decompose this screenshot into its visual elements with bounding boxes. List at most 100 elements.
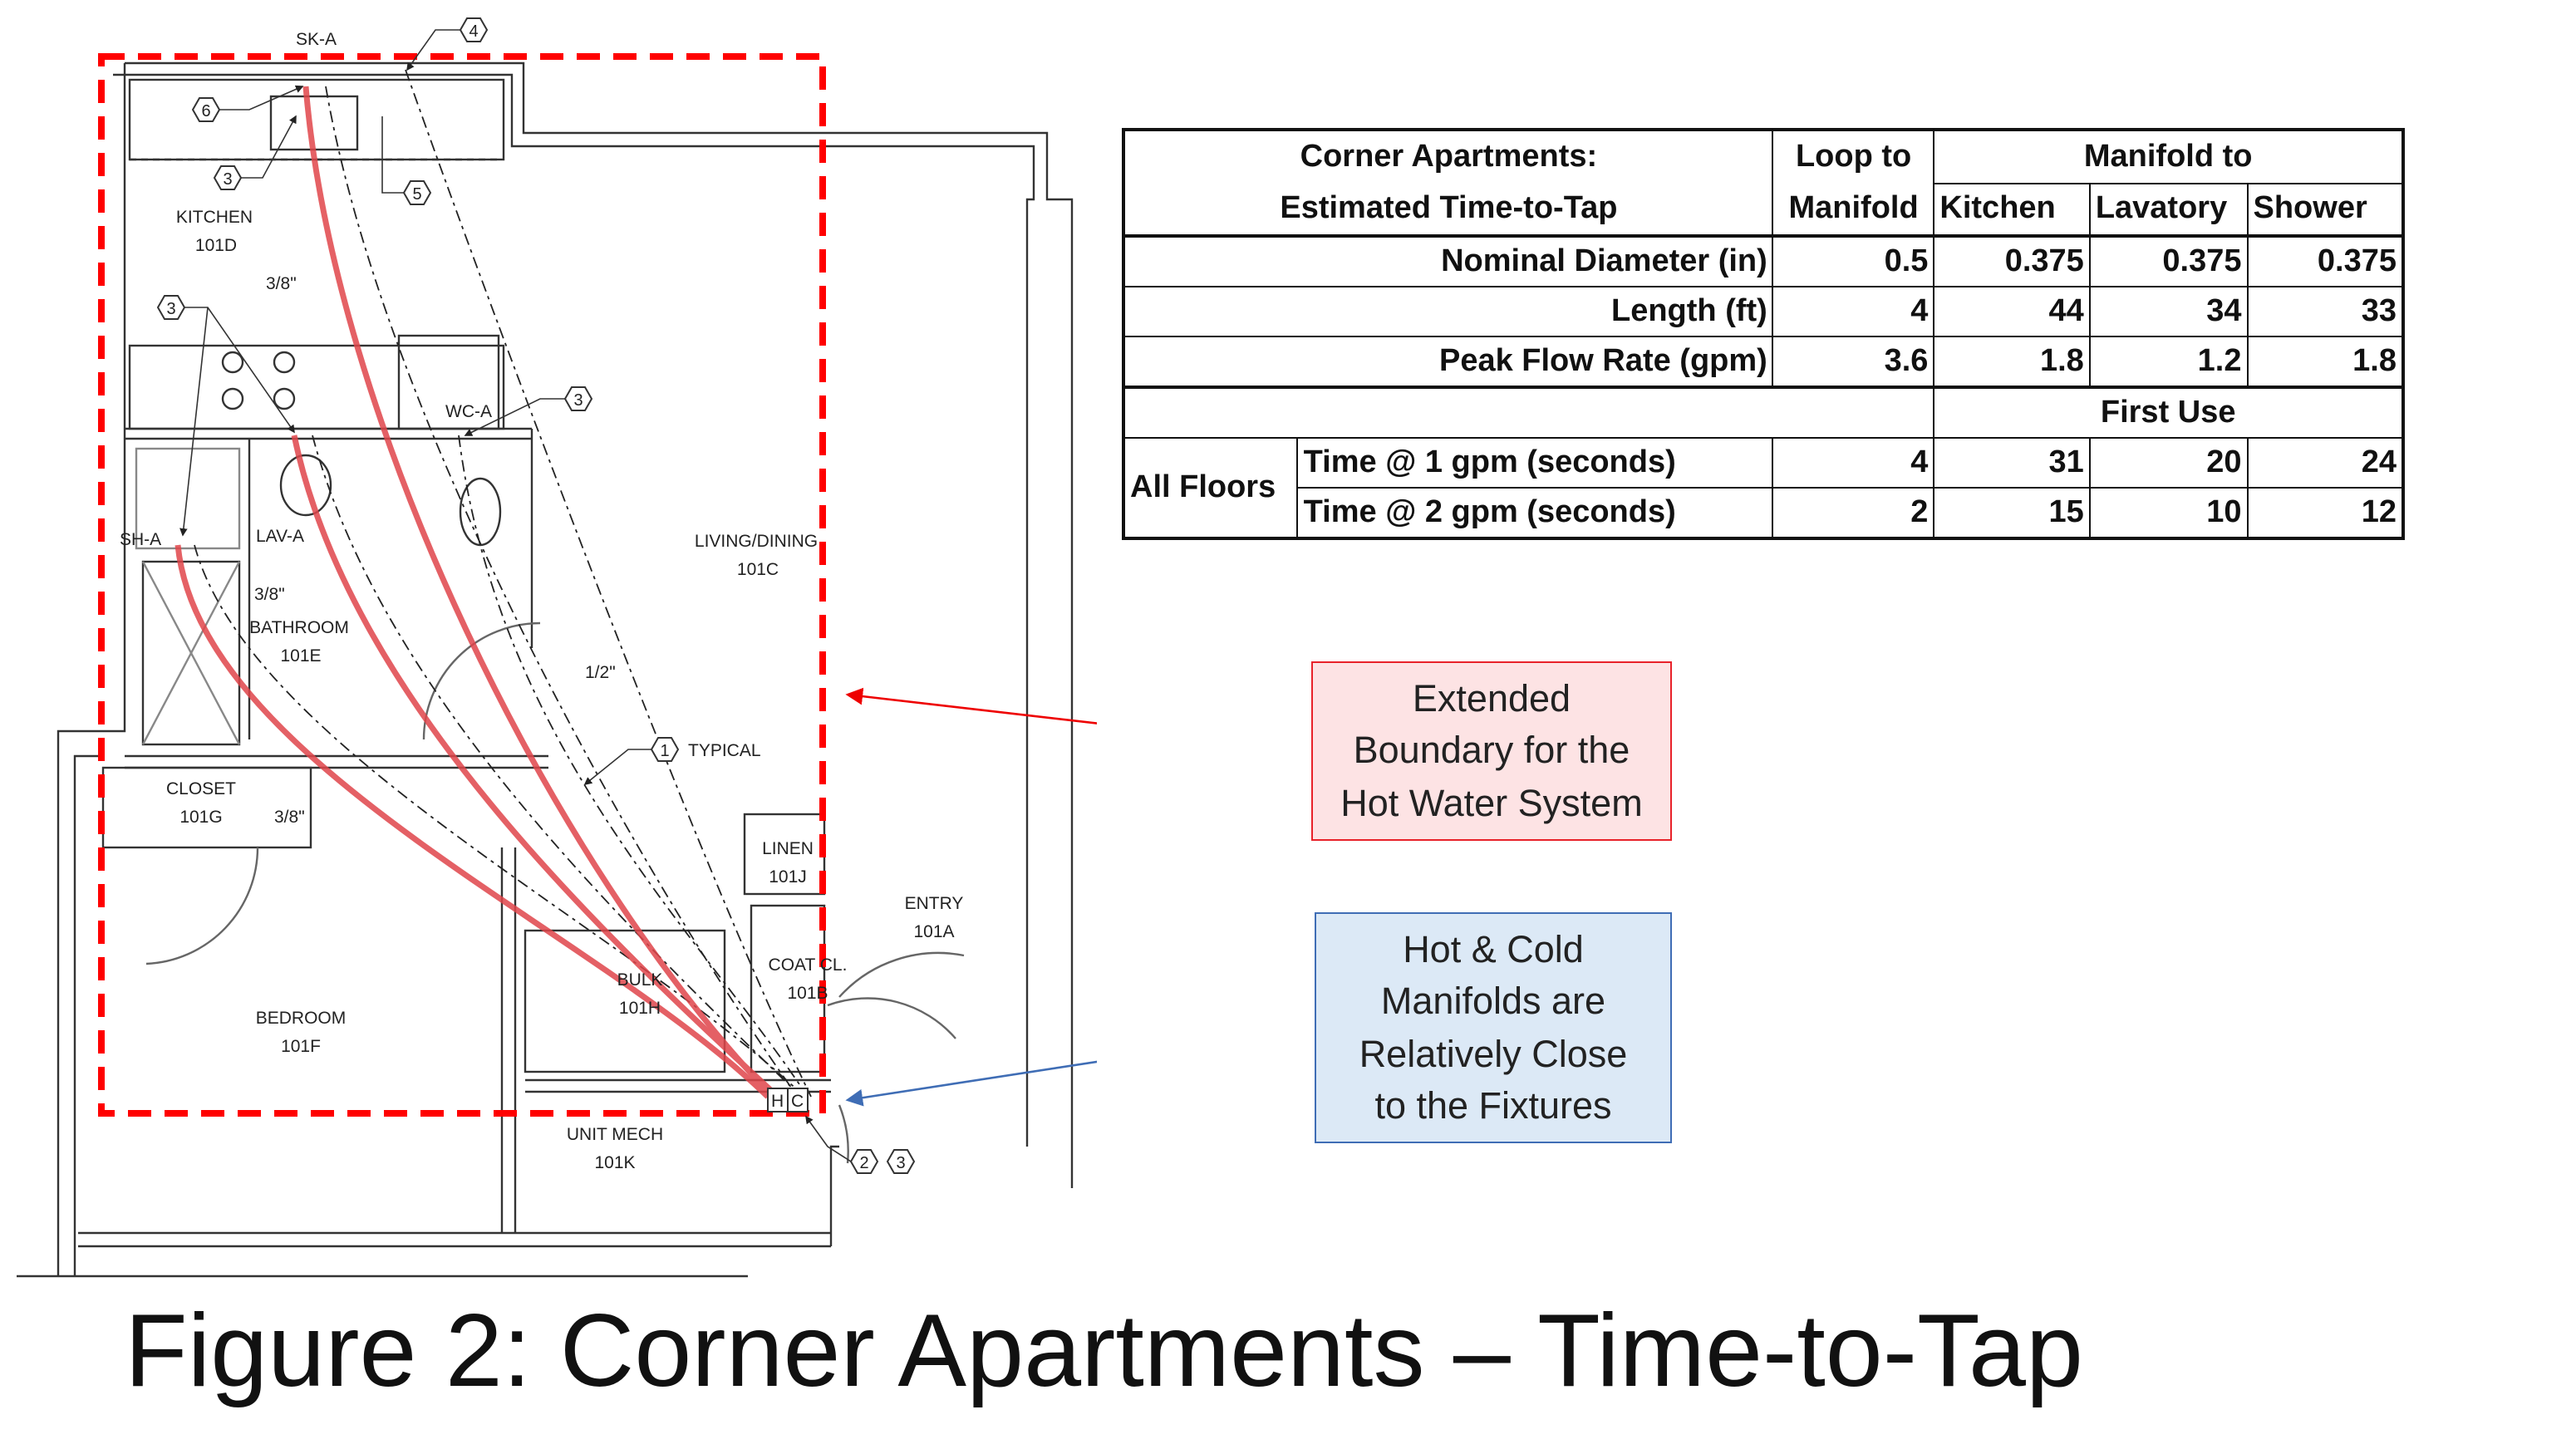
table-row: All Floors Time @ 1 gpm (seconds) 4 31 2… [1123,437,2404,539]
room-name: CLOSET [166,779,236,798]
row-label: Length (ft) [1123,286,1774,337]
keynote-leaders [179,29,852,1162]
manifold: H C [767,1088,809,1113]
pipe-size: 3/8" [274,808,305,827]
room-number: 101E [280,646,321,666]
col-header-kitchen: Kitchen [1933,182,2091,237]
room-name: KITCHEN [176,208,253,227]
cell: 0.5 [1772,234,1935,287]
keynote-numbers: 4 6 3 5 3 3 1 2 3 [166,22,905,1172]
empty-cell [1123,386,1935,439]
room-name: LINEN [762,839,814,858]
room-name: COAT CL. [769,955,848,975]
row-label: Time @ 1 gpm (seconds) [1296,437,1774,489]
header-line: Manifold [1788,191,1919,226]
tag-5: 5 [412,185,421,204]
time-to-tap-table: Corner Apartments:Estimated Time-to-Tap … [1122,128,2405,540]
room-name: BULK [617,970,663,990]
row-label: Time @ 2 gpm (seconds) [1296,487,1774,539]
wc-label: WC-A [445,402,492,421]
room-name: UNIT MECH [567,1125,663,1144]
table-row: Nominal Diameter (in) 0.5 0.375 0.375 0.… [1123,234,2404,287]
tag-1: 1 [660,742,669,760]
cell: 20 [2088,437,2249,489]
col-header-shower: Shower [2246,182,2404,237]
callout-line: Boundary for the [1353,729,1630,772]
room-name: BATHROOM [249,618,349,637]
room-name: BEDROOM [256,1009,347,1028]
table-row: Length (ft) 4 44 34 33 [1123,286,2404,337]
room-name: ENTRY [905,894,964,913]
cell: 44 [1933,286,2091,337]
room-number: 101J [769,867,807,887]
cell: 31 [1933,437,2091,489]
title-line: Corner Apartments: [1300,140,1598,174]
figure-caption: Figure 2: Corner Apartments – Time-to-Ta… [125,1294,2083,1409]
callout-line: Extended [1412,677,1571,720]
cold-manifold-label: C [791,1092,804,1111]
cell: 10 [2088,487,2249,539]
cell: 3.6 [1772,336,1935,388]
room-number: 101C [737,560,779,579]
cell: 34 [2088,286,2249,337]
callout-line: Hot Water System [1340,782,1643,824]
row-label: Peak Flow Rate (gpm) [1123,336,1774,388]
room-number: 101H [619,999,661,1018]
boundary-arrow [845,687,1097,724]
room-number: 101G [179,808,222,827]
tag-6: 6 [201,102,210,120]
typical-note: TYPICAL [688,741,761,760]
cell: 0.375 [2246,234,2404,287]
cell: 1.8 [1933,336,2091,388]
callout-line: Manifolds are [1380,980,1606,1022]
manifold-arrow [845,1060,1097,1107]
lav-label: LAV-A [256,527,304,546]
cell: 33 [2246,286,2404,337]
tag-3: 3 [223,170,232,189]
col-header-loop: Loop to Manifold [1772,129,1935,237]
fixture-labels: SK-A WC-A SH-A LAV-A [120,30,492,549]
hot-manifold-label: H [771,1092,784,1111]
cell: 4 [1772,437,1935,489]
cell: 1.8 [2246,336,2404,388]
room-number: 101A [913,922,954,941]
table-title: Corner Apartments: Estimated Time-to-Tap [1123,129,1774,237]
room-number: 101B [787,984,828,1003]
cell: 1.2 [2088,336,2249,388]
cell: 0.375 [1933,234,2091,287]
callout-line: Hot & Cold [1403,928,1584,970]
pipe-size: 1/2" [585,663,616,682]
cell: 0.375 [2088,234,2249,287]
callout-line: to the Fixtures [1374,1085,1612,1127]
walls [17,61,1074,1278]
table-row: Time @ 2 gpm (seconds) 2 15 10 12 [1123,487,2404,539]
room-labels: KITCHEN 101D LIVING/DINING 101C BATHROOM… [166,208,963,1172]
room-number: 101D [195,236,237,255]
hot-water-boundary [98,53,826,1117]
room-number: 101K [594,1153,635,1172]
group-label: All Floors [1123,437,1299,539]
table-row: Peak Flow Rate (gpm) 3.6 1.8 1.2 1.8 [1123,336,2404,388]
title-line: Estimated Time-to-Tap [1280,191,1618,226]
floor-plan: H C SK-A WC-A SH-A LAV-A KITCHEN 101D LI… [17,17,1097,1278]
tag-4: 4 [469,22,478,41]
cell: 4 [1772,286,1935,337]
shower-label: SH-A [120,530,161,549]
tag-3: 3 [166,300,175,318]
row-label: Nominal Diameter (in) [1123,234,1774,287]
room-number: 101F [281,1037,321,1056]
tag-2: 2 [859,1154,868,1172]
cell: 2 [1772,487,1935,539]
cell: 24 [2246,437,2404,489]
cell: 12 [2246,487,2404,539]
hot-pipes [175,86,780,1099]
first-use-header: First Use [1933,386,2405,439]
header-line: Loop to [1795,140,1912,174]
col-header-lavatory: Lavatory [2088,182,2249,237]
room-name: LIVING/DINING [695,532,818,551]
pipe-size: 3/8" [266,274,297,293]
callout-line: Relatively Close [1359,1033,1628,1074]
